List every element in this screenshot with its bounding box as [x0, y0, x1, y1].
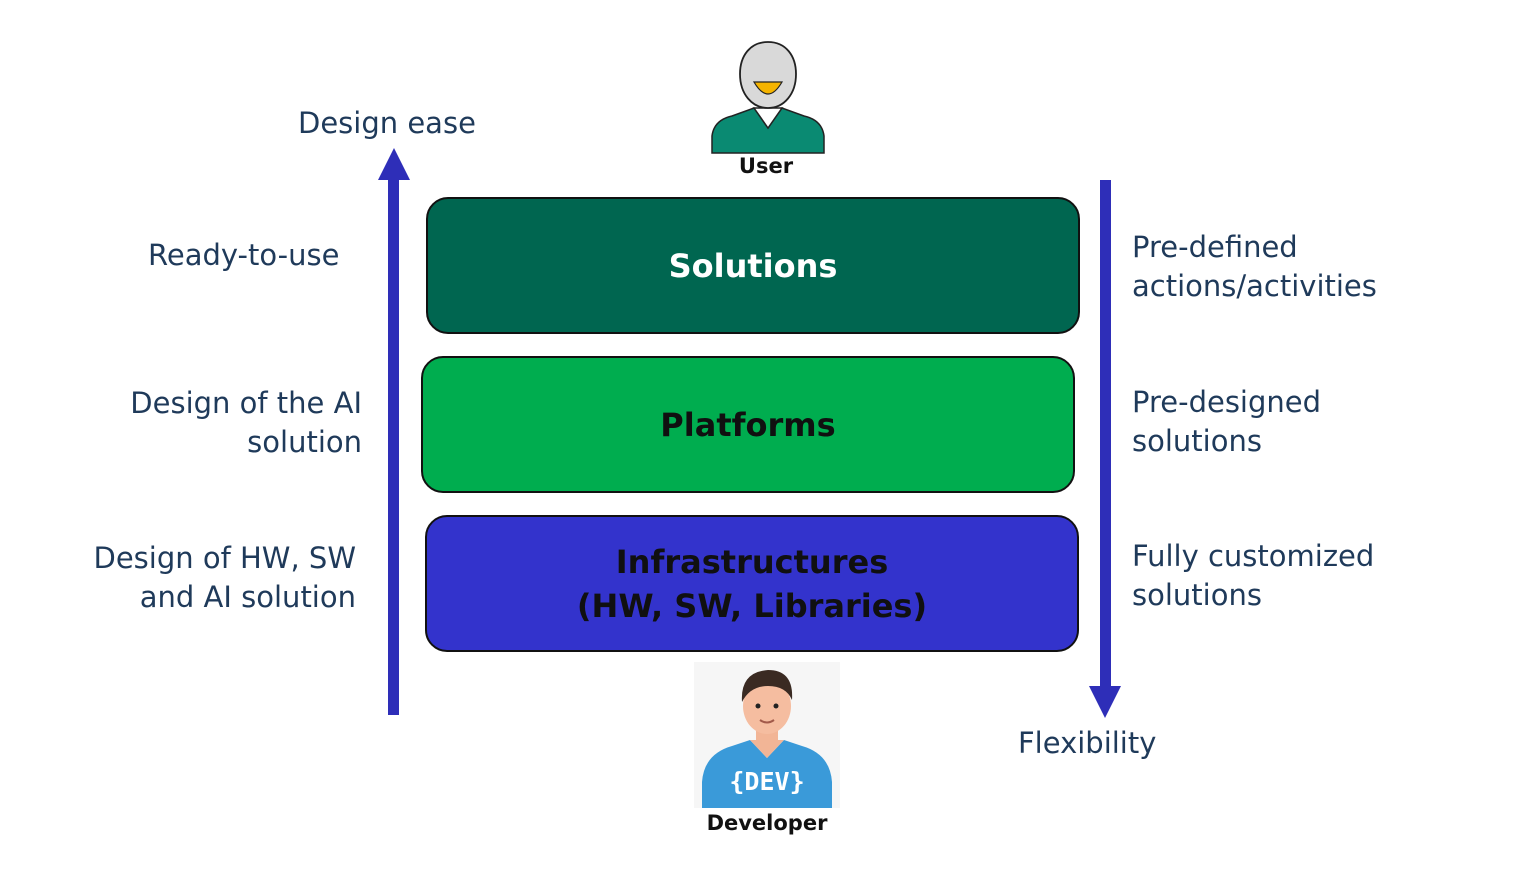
developer-caption: Developer: [706, 811, 828, 835]
left-text-platforms: Design of the AI solution: [130, 386, 362, 459]
layer-platforms-title: Platforms: [660, 405, 836, 444]
user-icon: [711, 41, 825, 154]
right-text-solutions: Pre-defined actions/activities: [1132, 230, 1377, 303]
layer-infrastructures-subtitle: (HW, SW, Libraries): [576, 586, 928, 625]
design-ease-label: Design ease: [298, 106, 476, 140]
right-text-platforms: Pre-designed solutions: [1132, 385, 1322, 458]
layer-infrastructures: Infrastructures (HW, SW, Libraries): [425, 515, 1079, 652]
flexibility-label: Flexibility: [1018, 726, 1157, 760]
layer-solutions-title: Solutions: [668, 246, 838, 285]
right-text-infrastructures: Fully customized solutions: [1132, 539, 1375, 612]
layer-platforms: Platforms: [421, 356, 1075, 493]
left-text-solutions: Ready-to-use: [148, 238, 340, 272]
dev-badge: {DEV}: [729, 767, 804, 796]
developer-icon: {DEV}: [694, 662, 840, 808]
layer-infrastructures-title: Infrastructures: [615, 542, 889, 581]
flexibility-arrow: [1089, 180, 1121, 718]
layer-solutions: Solutions: [426, 197, 1080, 334]
left-text-infrastructures: Design of HW, SW and AI solution: [93, 541, 356, 614]
design-ease-arrow: [378, 148, 410, 715]
user-caption: User: [738, 154, 794, 178]
